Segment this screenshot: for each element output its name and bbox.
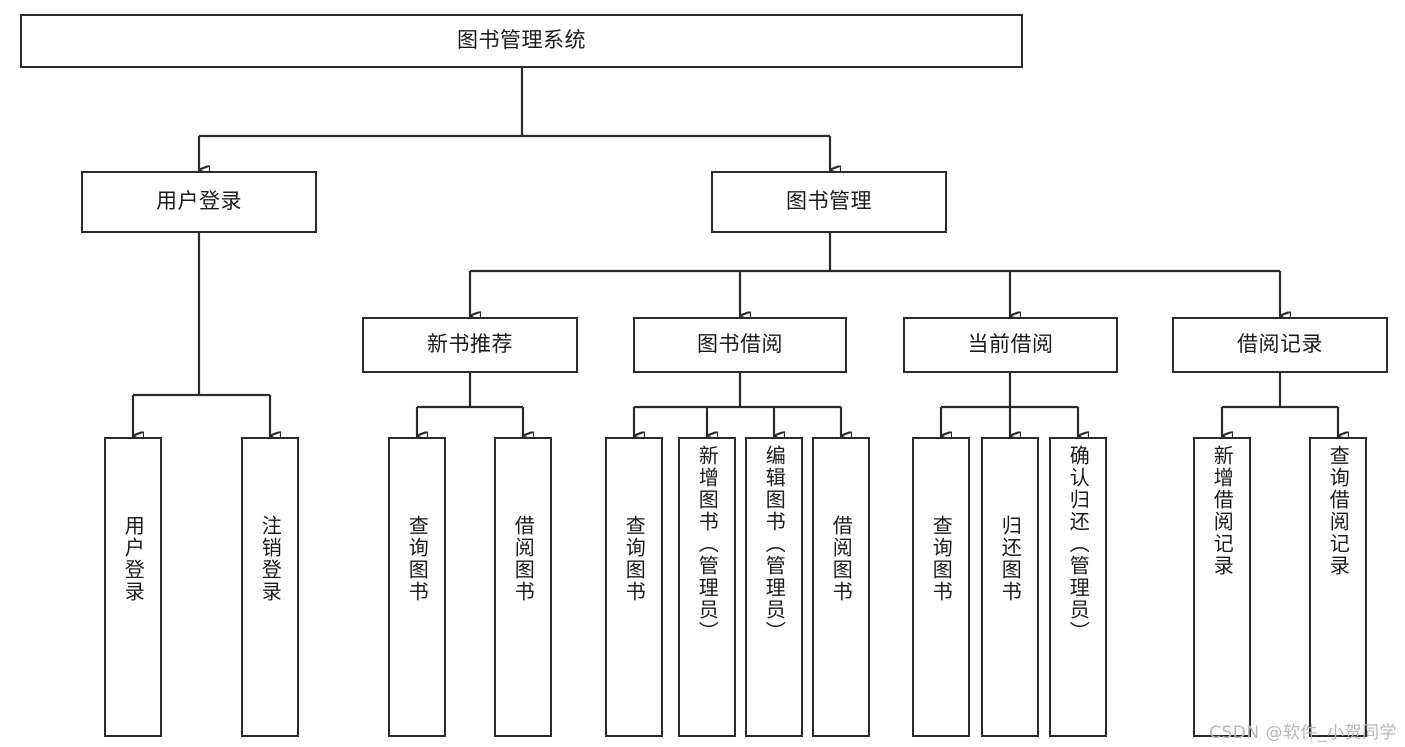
node-label: 确认归还（管理员） (1066, 445, 1091, 643)
node-label: 注销登录 (258, 515, 283, 603)
node-label: 用户登录 (121, 515, 146, 603)
node-label: 借阅图书 (829, 515, 854, 603)
node-label: 查询图书 (405, 515, 430, 603)
node-new-book-recommend[interactable]: 新书推荐 (362, 317, 578, 373)
node-borrow-record[interactable]: 借阅记录 (1172, 317, 1388, 373)
leaf-confirm-return[interactable]: 确认归还（管理员） (1049, 437, 1107, 737)
node-label: 新增图书（管理员） (695, 445, 720, 643)
node-label: 查询借阅记录 (1326, 445, 1351, 577)
leaf-borrow-book-1[interactable]: 借阅图书 (494, 437, 552, 737)
leaf-user-login[interactable]: 用户登录 (104, 437, 162, 737)
node-label: 归还图书 (998, 515, 1023, 603)
node-label: 图书管理 (786, 189, 872, 214)
node-current-borrow[interactable]: 当前借阅 (903, 317, 1118, 373)
leaf-borrow-book-2[interactable]: 借阅图书 (812, 437, 870, 737)
leaf-return-book[interactable]: 归还图书 (981, 437, 1039, 737)
node-label: 借阅记录 (1237, 332, 1323, 357)
leaf-add-book[interactable]: 新增图书（管理员） (678, 437, 736, 737)
node-label: 图书管理系统 (457, 28, 586, 53)
node-label: 当前借阅 (967, 332, 1054, 357)
node-label: 编辑图书（管理员） (762, 445, 787, 643)
leaf-query-book-3[interactable]: 查询图书 (912, 437, 970, 737)
leaf-query-book-1[interactable]: 查询图书 (388, 437, 446, 737)
node-label: 新书推荐 (427, 332, 513, 357)
node-user-login[interactable]: 用户登录 (81, 171, 317, 233)
leaf-add-record[interactable]: 新增借阅记录 (1193, 437, 1251, 737)
leaf-logout[interactable]: 注销登录 (241, 437, 299, 737)
node-label: 查询图书 (622, 515, 647, 603)
node-book-management[interactable]: 图书管理 (711, 171, 947, 233)
csdn-watermark: CSDN @软件_小贺同学 (1209, 723, 1397, 743)
node-label: 借阅图书 (511, 515, 536, 603)
node-label: 图书借阅 (697, 332, 783, 357)
leaf-query-record[interactable]: 查询借阅记录 (1309, 437, 1367, 737)
node-label: 新增借阅记录 (1210, 445, 1235, 577)
leaf-edit-book[interactable]: 编辑图书（管理员） (745, 437, 803, 737)
node-book-management-system[interactable]: 图书管理系统 (20, 14, 1023, 68)
node-label: 用户登录 (156, 189, 242, 214)
node-book-borrow[interactable]: 图书借阅 (633, 317, 847, 373)
leaf-query-book-2[interactable]: 查询图书 (605, 437, 663, 737)
node-label: 查询图书 (929, 515, 954, 603)
